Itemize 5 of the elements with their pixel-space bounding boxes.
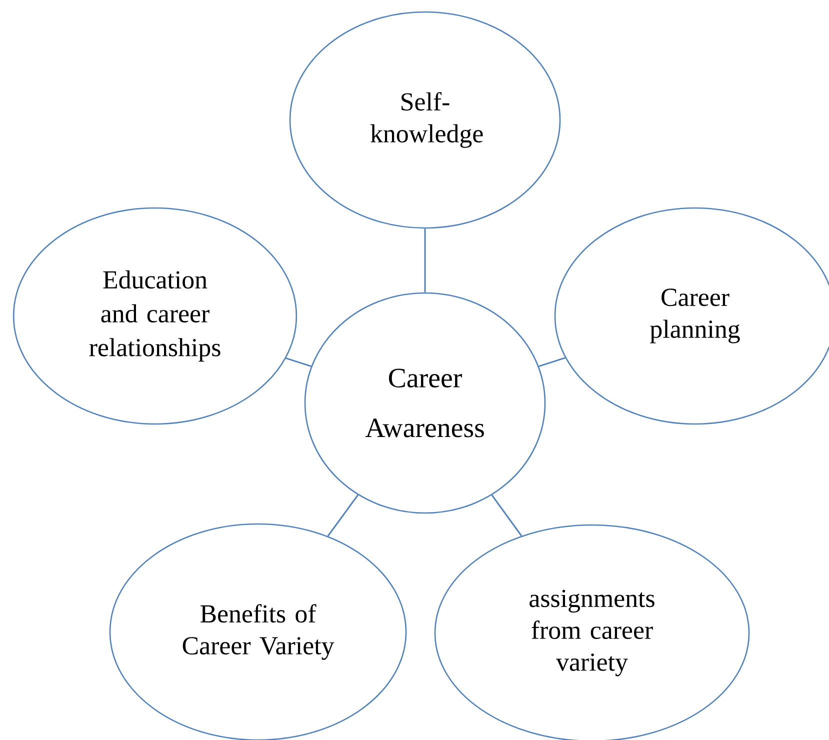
- connector-line: [327, 494, 359, 537]
- connector-line: [491, 494, 522, 536]
- connector-line: [286, 357, 312, 368]
- connector-line: [538, 357, 566, 368]
- connector-line: [424, 228, 426, 292]
